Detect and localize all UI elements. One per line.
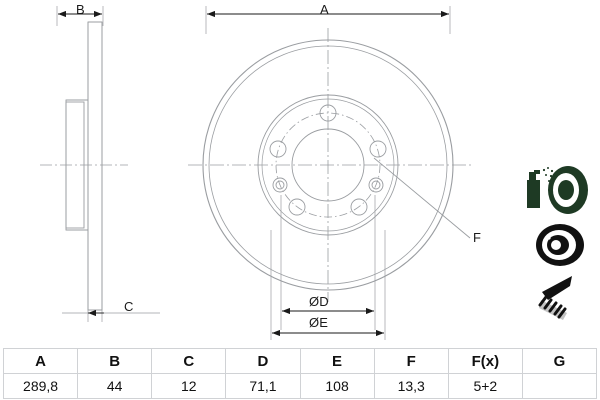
dimension-label-b: B — [76, 2, 85, 17]
table-header-cell: F(x) — [447, 348, 523, 374]
table-header-cell: G — [521, 348, 598, 374]
table-header-cell: E — [299, 348, 375, 374]
specification-table: A B C D E F F(x) G 289,8 44 12 71,1 108 … — [2, 348, 598, 399]
dimension-a-line — [205, 6, 451, 34]
table-header-cell: C — [151, 348, 227, 374]
table-header-row: A B C D E F F(x) G — [2, 348, 598, 374]
spray-can-and-disc-icon — [527, 166, 588, 214]
technical-drawing-canvas: A B C F ØD ØE — [40, 2, 588, 340]
countersunk-screw-icon — [538, 276, 572, 320]
drawing-svg — [40, 6, 588, 340]
table-value-cell: 5+2 — [447, 373, 523, 399]
projection-lines — [270, 195, 386, 340]
dimension-label-f: F — [473, 230, 482, 245]
table-value-cell: 44 — [77, 373, 153, 399]
table-header-cell: D — [225, 348, 301, 374]
brake-disc-icon — [536, 224, 584, 266]
table-header-cell: B — [77, 348, 153, 374]
dimension-label-diameter-d: ØD — [309, 294, 329, 309]
dimension-label-diameter-e: ØE — [309, 315, 329, 330]
dimension-c-line — [62, 300, 160, 322]
table-header-cell: F — [373, 348, 449, 374]
table-value-cell: 71,1 — [225, 373, 301, 399]
dimension-label-a: A — [320, 2, 329, 17]
table-header-cell: A — [2, 348, 79, 374]
dimension-f-leader — [373, 157, 471, 239]
dimension-b-line — [56, 6, 104, 26]
side-section-view — [65, 21, 103, 311]
front-view-centerlines — [188, 28, 472, 302]
dimension-label-c: C — [124, 299, 134, 314]
table-row: 289,8 44 12 71,1 108 13,3 5+2 — [2, 373, 598, 399]
table-value-cell: 289,8 — [2, 373, 79, 399]
table-value-cell: 108 — [299, 373, 375, 399]
table-value-cell: 12 — [151, 373, 227, 399]
table-value-cell: 13,3 — [373, 373, 449, 399]
table-value-cell — [521, 373, 598, 399]
